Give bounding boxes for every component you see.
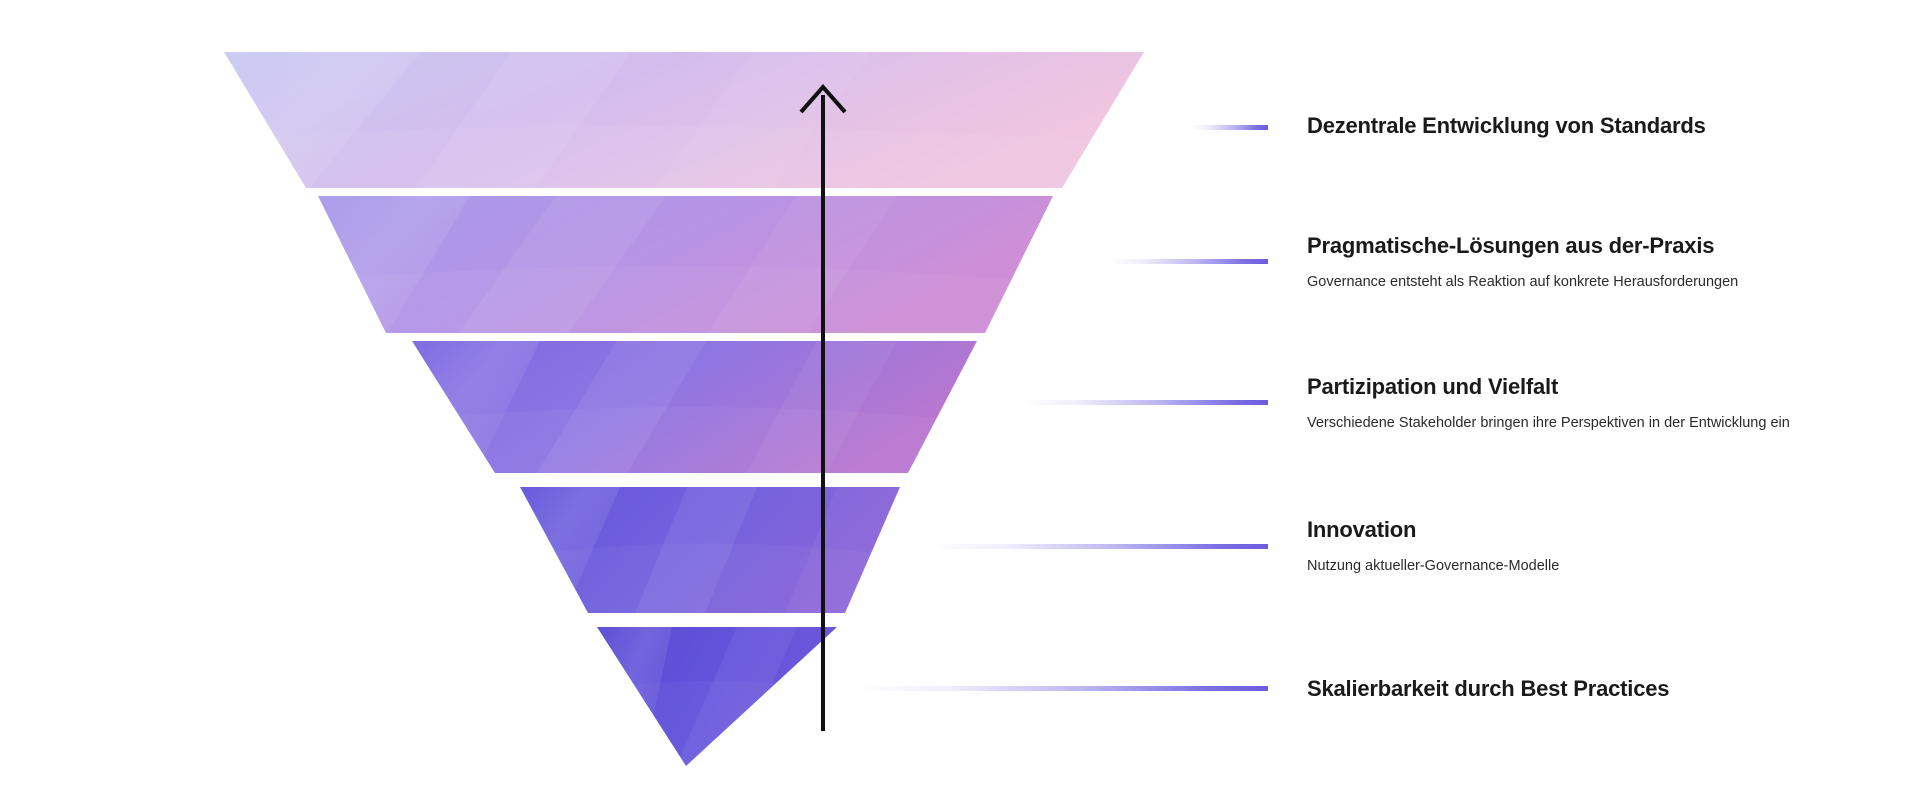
funnel-segment-1[interactable] <box>150 40 1144 210</box>
stage-title-3: Partizipation und Vielfalt <box>1307 374 1559 399</box>
connector-line-1 <box>1190 125 1268 130</box>
stage-title-2: Pragmatische-Lösungen aus der-Praxis <box>1307 233 1715 258</box>
stage-label-1[interactable]: Dezentrale Entwicklung von Standards <box>1307 113 1907 139</box>
stage-subtitle-2: Governance entsteht als Reaktion auf kon… <box>1307 274 1739 290</box>
funnel-segment-2[interactable] <box>240 190 1053 345</box>
stage-title-4: Innovation <box>1307 517 1417 542</box>
stage-title-5: Skalierbarkeit durch Best Practices <box>1307 676 1670 701</box>
stage-subtitle-4: Nutzung aktueller-Governance-Modelle <box>1307 558 1560 574</box>
stage-label-2[interactable]: Pragmatische-Lösungen aus der-Praxis Gov… <box>1307 233 1907 291</box>
stage-label-4[interactable]: Innovation Nutzung aktueller-Governance-… <box>1307 517 1907 575</box>
connector-line-2 <box>1108 259 1268 264</box>
stage-subtitle-3: Verschiedene Stakeholder bringen ihre Pe… <box>1307 415 1790 431</box>
stage-title-1: Dezentrale Entwicklung von Standards <box>1307 113 1706 138</box>
stage-label-3[interactable]: Partizipation und Vielfalt Verschiedene … <box>1307 374 1907 432</box>
connector-line-4 <box>930 544 1268 549</box>
connector-line-3 <box>1022 400 1268 405</box>
stage-label-5[interactable]: Skalierbarkeit durch Best Practices <box>1307 676 1907 702</box>
upward-progress-arrow <box>799 83 847 731</box>
funnel-segment-4[interactable] <box>460 480 905 625</box>
connector-line-5 <box>856 686 1268 691</box>
